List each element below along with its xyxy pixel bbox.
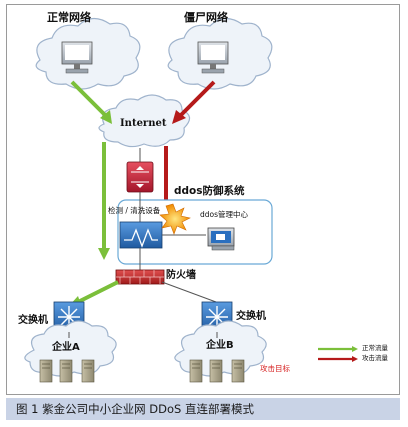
- server-icon: [209, 359, 223, 383]
- link-line: [161, 281, 217, 303]
- management-center-icon: [207, 227, 235, 251]
- firewall-icon: [115, 269, 165, 285]
- router-icon: [126, 161, 154, 193]
- attack-target-label: 攻击目标: [260, 364, 290, 373]
- enterprise-a-label: 企业A: [52, 342, 80, 353]
- attack-burst-icon: [159, 203, 191, 235]
- internet-cloud: [98, 94, 191, 148]
- figure-caption: 图 1 紫金公司中小企业网 DDoS 直连部署模式: [6, 398, 400, 420]
- enterprise-b-label: 企业B: [206, 340, 234, 351]
- detection-device-icon: [119, 221, 163, 249]
- server-icon: [189, 359, 203, 383]
- server-icon: [231, 359, 245, 383]
- server-icon: [39, 359, 53, 383]
- normal-traffic-arrow: [70, 80, 112, 124]
- zombie-network-label: 僵尸网络: [184, 11, 228, 24]
- legend-normal-label: 正常流量: [362, 344, 388, 352]
- attack-traffic-arrow: [172, 80, 216, 124]
- switch-left-label: 交换机: [18, 315, 48, 326]
- monitor-icon: [197, 41, 229, 74]
- normal-network-label: 正常网络: [47, 11, 91, 24]
- legend-attack-label: 攻击流量: [362, 354, 388, 362]
- network-diagram: [24, 17, 358, 383]
- ddos-system-label: ddos防御系统: [174, 185, 245, 197]
- legend-attack-arrow: [318, 356, 358, 362]
- caption-text: 图 1 紫金公司中小企业网 DDoS 直连部署模式: [16, 402, 254, 416]
- detect-clean-label: 检测 / 清洗设备: [108, 206, 161, 215]
- legend-normal-arrow: [318, 346, 358, 352]
- internet-label: Internet: [120, 118, 167, 129]
- server-icon: [81, 359, 95, 383]
- switch-right-label: 交换机: [236, 311, 266, 322]
- ddos-management-label: ddos管理中心: [200, 210, 249, 219]
- server-icon: [59, 359, 73, 383]
- normal-network-cloud: [35, 17, 141, 90]
- normal-traffic-path: [98, 142, 110, 260]
- monitor-icon: [61, 41, 93, 74]
- firewall-label: 防火墙: [166, 270, 196, 281]
- zombie-network-cloud: [167, 17, 273, 90]
